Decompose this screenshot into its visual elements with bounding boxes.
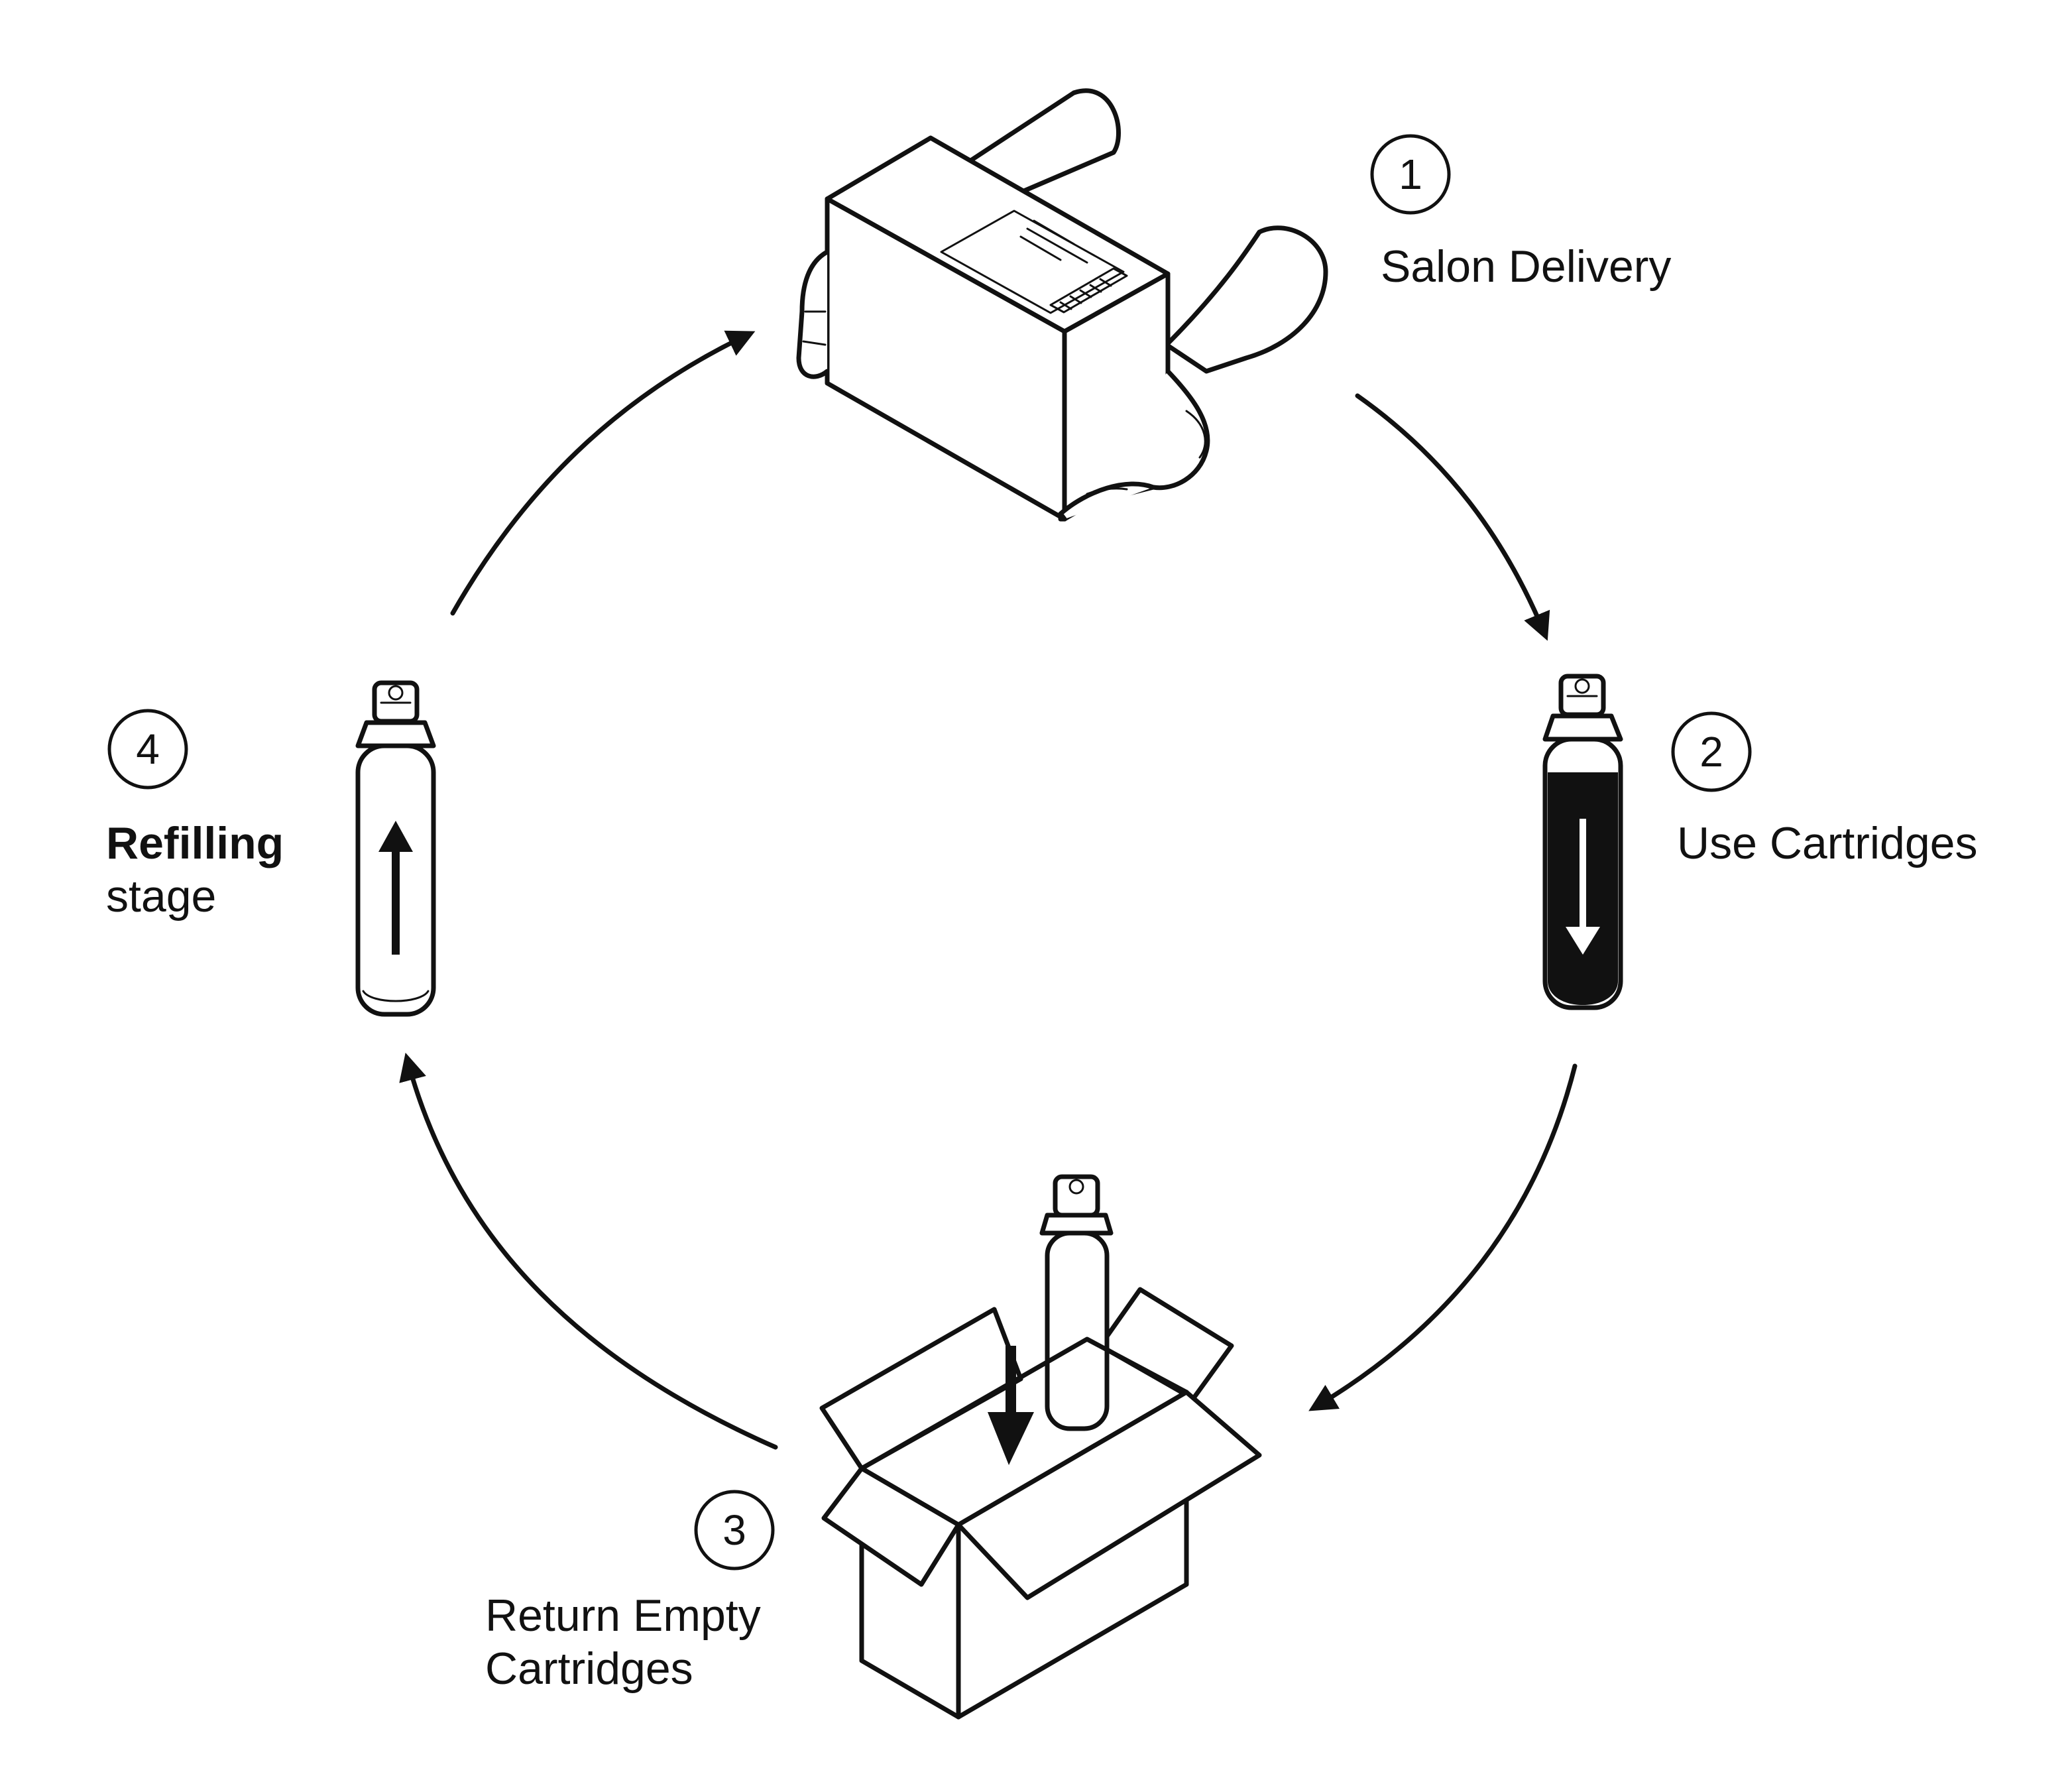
down-arrow-icon (1566, 819, 1600, 955)
up-arrow-icon (378, 821, 413, 955)
step-4-label-line2: stage (106, 871, 216, 921)
arrow-1-to-2 (1355, 393, 1550, 641)
step-2-badge: 2 (1671, 711, 1752, 792)
step-3-number: 3 (722, 1506, 746, 1554)
step-3-badge: 3 (694, 1490, 775, 1571)
full-cartridge-icon (1542, 674, 1623, 1010)
cycle-arrows (399, 330, 1578, 1450)
arrow-3-to-4 (399, 1052, 778, 1450)
arrow-4-to-1 (450, 330, 756, 616)
arrow-2-to-3 (1308, 1063, 1578, 1411)
step-1-label: Salon Delivery (1381, 241, 1671, 292)
step-1-badge: 1 (1370, 134, 1451, 215)
step-1-number: 1 (1399, 150, 1422, 198)
step-2-label: Use Cartridges (1677, 818, 1978, 868)
hands-holding-box-icon (796, 88, 1328, 522)
step-2-number: 2 (1699, 728, 1723, 776)
step-4-number: 4 (136, 725, 160, 773)
step-3-label-line2: Cartridges (485, 1643, 693, 1694)
open-box-with-cartridge-icon (819, 1174, 1262, 1720)
barcode-icon (1049, 267, 1128, 314)
empty-cartridge-icon (355, 680, 436, 1017)
step-4-label-bold: Refilling (106, 818, 284, 868)
step-4-badge: 4 (107, 709, 188, 790)
down-arrow-icon (988, 1346, 1034, 1465)
step-3-label-line1: Return Empty (485, 1590, 761, 1641)
